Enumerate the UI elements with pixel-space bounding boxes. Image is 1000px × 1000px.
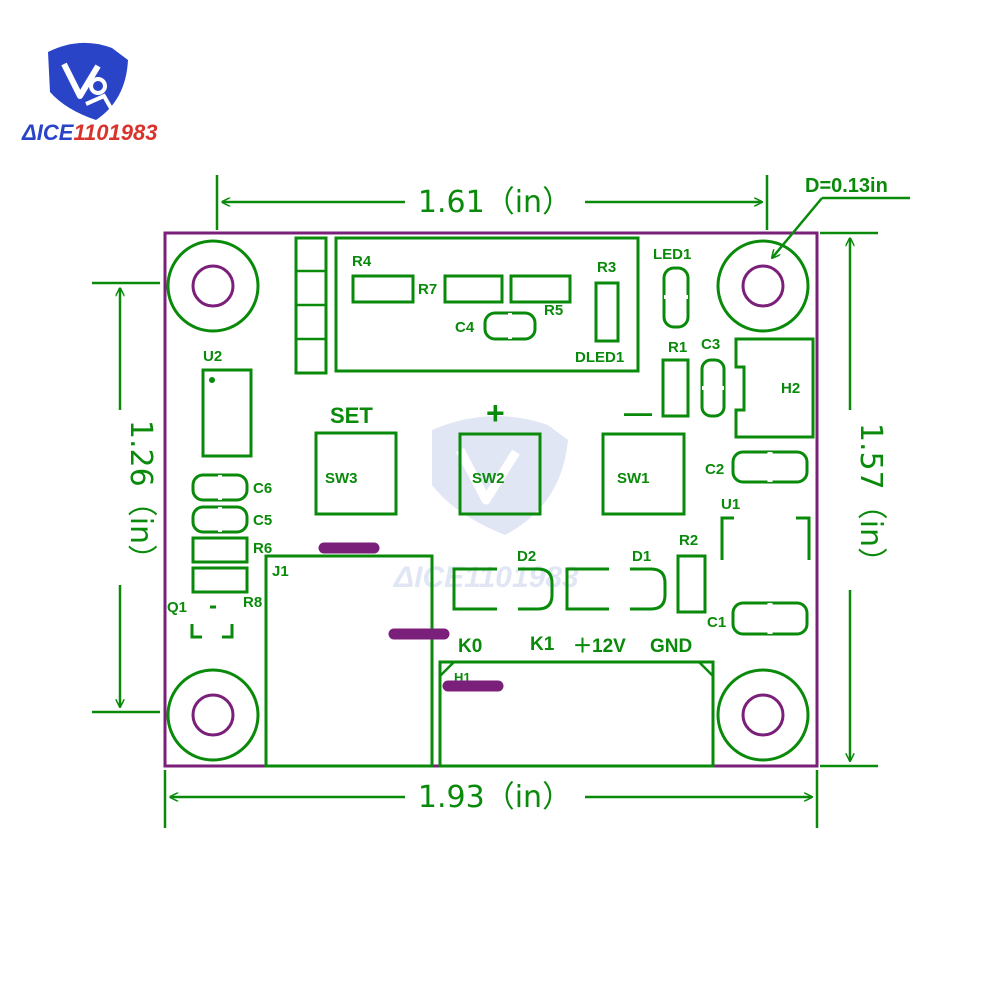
label-c4: C4 xyxy=(455,319,475,336)
dimension-right: 1.57（in） xyxy=(820,231,888,768)
label-c5: C5 xyxy=(253,512,272,529)
hole-diameter-label: D=0.13in xyxy=(805,175,888,197)
diode-d2 xyxy=(452,567,554,611)
label-set: SET xyxy=(330,403,373,428)
resistor-r6 xyxy=(191,536,249,564)
u2-pin1-dot xyxy=(209,377,215,383)
label-d1: D1 xyxy=(632,548,651,565)
dimension-bottom: 1.93（in） xyxy=(163,770,819,828)
resistor-r1 xyxy=(661,358,690,418)
transistor-q1 xyxy=(190,605,234,639)
dimension-hole-diameter: D=0.13in xyxy=(772,175,910,258)
dimension-left: 1.26（in） xyxy=(92,281,160,714)
label-k1: K1 xyxy=(530,634,555,655)
dimension-bottom-label: 1.93（in） xyxy=(418,780,572,815)
mounting-hole-top-left xyxy=(166,239,260,333)
label-u1: U1 xyxy=(721,496,740,513)
dimension-top: 1.61（in） xyxy=(215,175,769,230)
logo-text: ΔICE1101983 xyxy=(21,120,157,145)
label-led1: LED1 xyxy=(653,246,691,263)
resistor-r5 xyxy=(509,274,572,304)
label-r7: R7 xyxy=(418,281,437,298)
switch-sw2 xyxy=(458,432,542,516)
label-r1: R1 xyxy=(668,339,687,356)
label-c2: C2 xyxy=(705,461,724,478)
label-gnd: GND xyxy=(650,636,692,657)
label-c6: C6 xyxy=(253,480,272,497)
label-q1: Q1 xyxy=(167,599,187,616)
label-j1: J1 xyxy=(272,563,289,580)
connector-h2 xyxy=(734,337,815,439)
resistor-r2 xyxy=(676,554,707,614)
label-sw3: SW3 xyxy=(325,470,358,487)
resistor-r8 xyxy=(191,566,249,594)
label-r4: R4 xyxy=(352,253,372,270)
label-h2: H2 xyxy=(781,380,800,397)
label-sw2: SW2 xyxy=(472,470,505,487)
label-sw1: SW1 xyxy=(617,470,650,487)
center-watermark: ΔICE1101983 xyxy=(393,416,579,594)
label-r5: R5 xyxy=(544,302,563,319)
dimension-right-label: 1.57（in） xyxy=(853,423,888,577)
label-dled1: DLED1 xyxy=(575,349,624,366)
diode-d1 xyxy=(565,567,667,611)
brand-logo: ΔICE1101983 xyxy=(21,42,157,145)
mounting-hole-bottom-left xyxy=(166,668,260,762)
terminal-h1 xyxy=(438,660,715,768)
ic-u2 xyxy=(201,368,253,458)
watermark-text: ΔICE1101983 xyxy=(393,561,579,594)
label-plus: + xyxy=(486,395,505,431)
mounting-hole-bottom-right xyxy=(716,668,810,762)
label-r3: R3 xyxy=(597,259,616,276)
label-12v: ＋12V xyxy=(573,636,626,657)
label-d2: D2 xyxy=(517,548,536,565)
resistor-r7 xyxy=(443,274,504,304)
label-k0: K0 xyxy=(458,636,482,657)
display-area-box xyxy=(334,236,640,373)
mounting-hole-top-right xyxy=(716,239,810,333)
ic-u1 xyxy=(720,516,811,560)
switch-sw1 xyxy=(601,432,686,516)
resistor-r3 xyxy=(594,281,620,343)
terminal-j1 xyxy=(264,554,434,768)
dimension-top-label: 1.61（in） xyxy=(418,185,572,220)
logo-shield-icon xyxy=(48,42,128,120)
label-r6: R6 xyxy=(253,540,272,557)
label-c1: C1 xyxy=(707,614,726,631)
dimension-left-label: 1.26（in） xyxy=(123,420,158,574)
label-minus: — xyxy=(624,397,652,428)
label-u2: U2 xyxy=(203,348,222,365)
label-r2: R2 xyxy=(679,532,698,549)
label-r8: R8 xyxy=(243,594,262,611)
pin-header-top xyxy=(294,236,328,375)
resistor-r4 xyxy=(351,274,415,304)
label-c3: C3 xyxy=(701,336,720,353)
switch-sw3 xyxy=(314,431,398,516)
